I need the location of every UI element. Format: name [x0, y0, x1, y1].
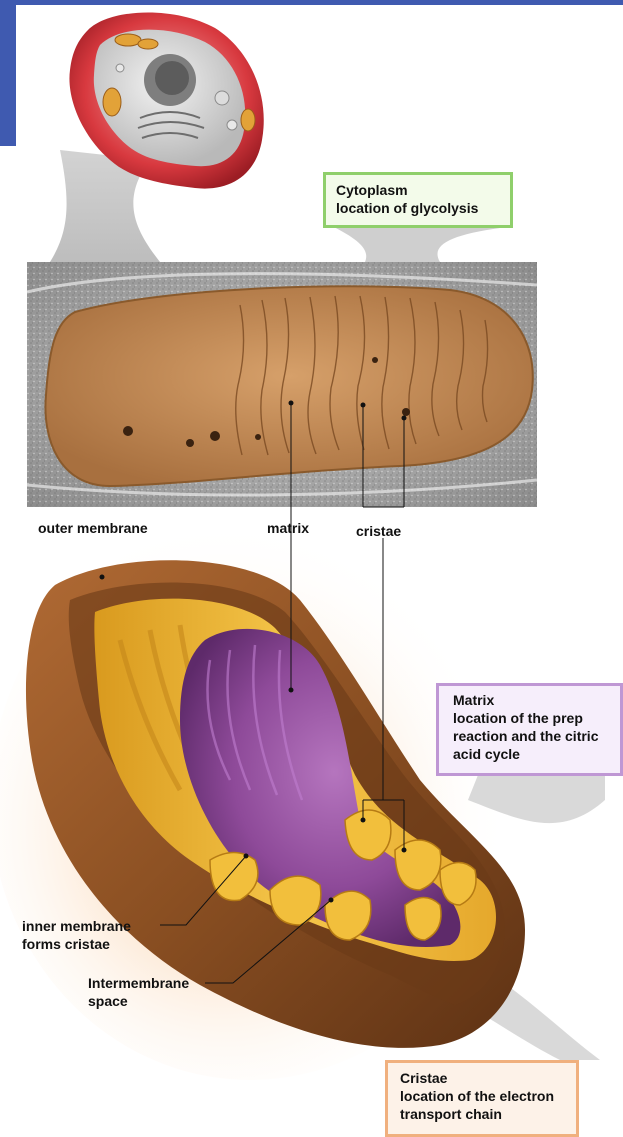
- zoom-funnel-cytoplasm: [330, 225, 500, 262]
- inner-membrane-label-line2: forms cristae: [22, 935, 110, 953]
- matrix-callout: Matrix location of the prep reaction and…: [436, 683, 623, 776]
- intermembrane-space-label-line2: space: [88, 992, 128, 1010]
- cristae-callout-text-1: location of the electron: [400, 1087, 568, 1105]
- matrix-label: matrix: [267, 519, 309, 537]
- matrix-callout-title: Matrix: [453, 691, 614, 709]
- cytoplasm-callout-text: location of glycolysis: [336, 199, 500, 217]
- intermembrane-space-label-line1: Intermembrane: [88, 974, 189, 992]
- matrix-callout-text-1: location of the prep: [453, 709, 614, 727]
- cytoplasm-callout: Cytoplasm location of glycolysis: [323, 172, 513, 228]
- cytoplasm-callout-title: Cytoplasm: [336, 181, 500, 199]
- inner-membrane-label-line1: inner membrane: [22, 917, 131, 935]
- electron-micrograph: [27, 262, 537, 507]
- cristae-label: cristae: [356, 522, 401, 540]
- cristae-callout-text-2: transport chain: [400, 1105, 568, 1123]
- cristae-callout-title: Cristae: [400, 1069, 568, 1087]
- outer-membrane-label: outer membrane: [38, 519, 148, 537]
- matrix-callout-text-2: reaction and the citric: [453, 727, 614, 745]
- matrix-callout-text-3: acid cycle: [453, 745, 614, 763]
- cristae-callout: Cristae location of the electron transpo…: [385, 1060, 579, 1137]
